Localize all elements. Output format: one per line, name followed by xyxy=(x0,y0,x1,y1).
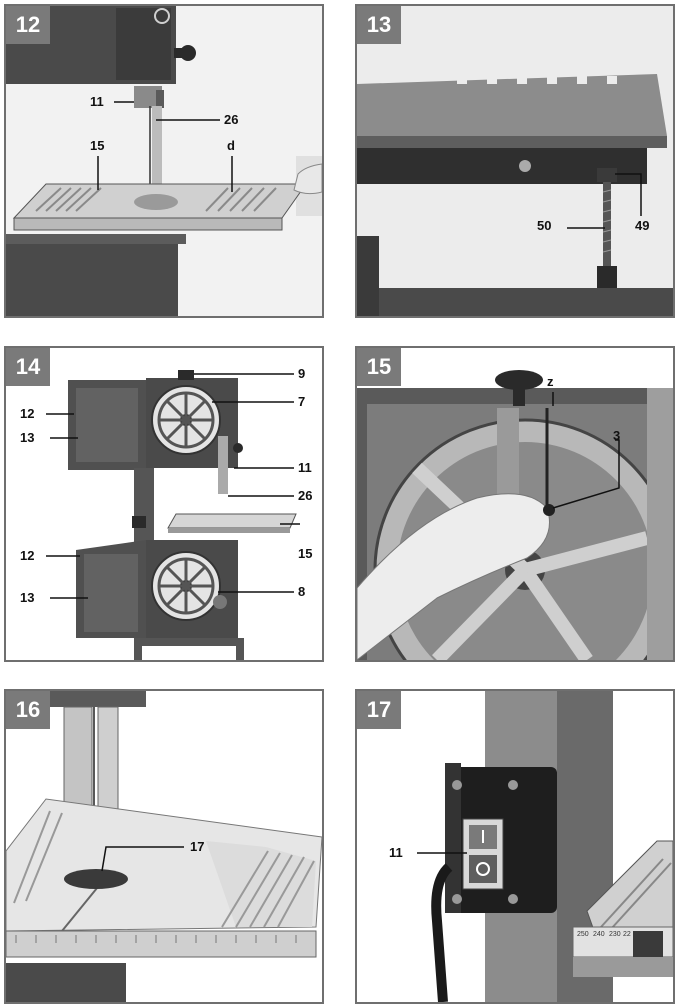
label-z: z xyxy=(547,374,554,389)
label-8: 8 xyxy=(298,584,306,599)
label-12-upper: 12 xyxy=(20,406,35,421)
figure-13-panel: 13 50 49 xyxy=(355,4,675,318)
figure-15-illustration xyxy=(357,348,673,660)
label-50: 50 xyxy=(537,218,552,233)
figure-16-panel: 16 xyxy=(4,689,324,1004)
label-11: 11 xyxy=(90,94,104,109)
figure-13-illustration xyxy=(357,6,673,316)
label-11: 11 xyxy=(389,845,403,860)
figure-12-illustration xyxy=(6,6,322,316)
figure-number-15: 15 xyxy=(357,348,401,386)
label-26: 26 xyxy=(298,488,313,503)
figure-14-illustration xyxy=(6,348,322,660)
label-13-upper: 13 xyxy=(20,430,35,445)
figure-16-illustration xyxy=(6,691,322,1002)
figure-12-panel: 12 xyxy=(4,4,324,318)
figure-14-panel: 14 xyxy=(4,346,324,662)
label-15: 15 xyxy=(298,546,313,561)
label-11: 11 xyxy=(298,460,312,475)
figure-15-panel: 15 z 3 xyxy=(355,346,675,662)
label-15: 15 xyxy=(90,138,105,153)
label-26: 26 xyxy=(224,112,239,127)
label-17: 17 xyxy=(190,839,205,854)
label-3: 3 xyxy=(613,428,621,443)
figure-number-13: 13 xyxy=(357,6,401,44)
label-49: 49 xyxy=(635,218,650,233)
scale-tick-230: 230 xyxy=(609,931,621,938)
scale-tick-240: 240 xyxy=(593,931,605,938)
figure-17-panel: 17 11 250 240 230 22 xyxy=(355,689,675,1004)
label-12-lower: 12 xyxy=(20,548,35,563)
label-7: 7 xyxy=(298,394,306,409)
label-9: 9 xyxy=(298,366,306,381)
figure-number-17: 17 xyxy=(357,691,401,729)
label-d: d xyxy=(227,138,235,153)
figure-number-16: 16 xyxy=(6,691,50,729)
figure-number-12: 12 xyxy=(6,6,50,44)
scale-tick-250: 250 xyxy=(577,931,589,938)
figure-17-illustration xyxy=(357,691,673,1002)
scale-tick-22: 22 xyxy=(623,931,631,938)
figure-number-14: 14 xyxy=(6,348,50,386)
label-13-lower: 13 xyxy=(20,590,35,605)
